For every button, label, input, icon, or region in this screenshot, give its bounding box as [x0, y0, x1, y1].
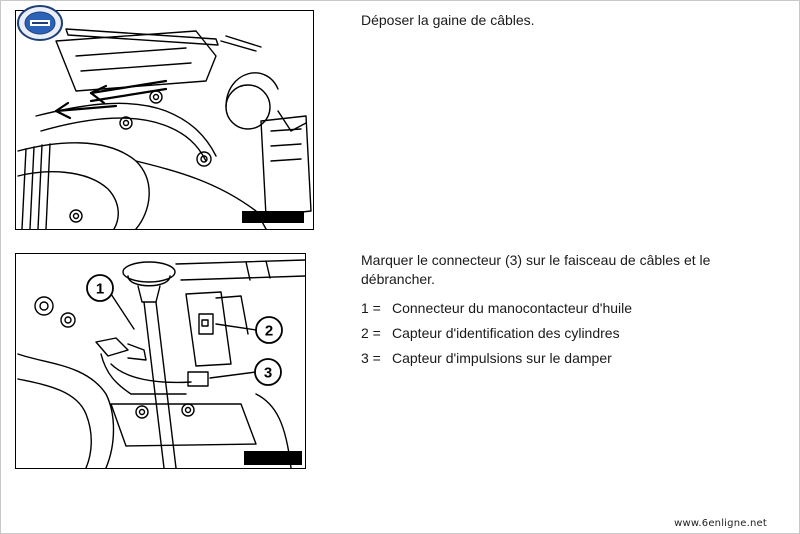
engine-drawing-1 [17, 28, 312, 229]
legend-number: 1 = [361, 300, 381, 316]
legend-item: 3 = Capteur d'impulsions sur le damper [361, 349, 761, 374]
svg-text:2: 2 [265, 323, 273, 340]
callout-3: 3 [254, 358, 282, 386]
component-legend: 1 = Connecteur du manocontacteur d'huile… [361, 299, 761, 374]
legend-label: Capteur d'identification des cylindres [392, 325, 620, 341]
legend-label: Capteur d'impulsions sur le damper [392, 350, 612, 366]
legend-number: 2 = [361, 325, 381, 341]
legend-label: Connecteur du manocontacteur d'huile [392, 300, 633, 316]
step-1-instruction: Déposer la gaine de câbles. [361, 12, 535, 28]
logo-icon [17, 5, 63, 41]
legend-item: 1 = Connecteur du manocontacteur d'huile [361, 299, 761, 324]
engine-illustration-connectors: 1 2 3 [15, 253, 306, 469]
legend-number: 3 = [361, 350, 381, 366]
legend-item: 2 = Capteur d'identification des cylindr… [361, 324, 761, 349]
figure-reference-bar [242, 211, 304, 223]
callout-1: 1 [86, 274, 114, 302]
step-2-block: Marquer le connecteur (3) sur le faiscea… [361, 251, 761, 374]
svg-text:1: 1 [96, 281, 104, 298]
step-2-instruction: Marquer le connecteur (3) sur le faiscea… [361, 252, 711, 287]
figure-reference-bar [244, 451, 302, 465]
svg-text:3: 3 [264, 365, 272, 382]
callout-2: 2 [255, 316, 283, 344]
engine-drawing-2: 1 2 3 [17, 259, 305, 468]
footer-site-url: www.6enligne.net [674, 518, 767, 529]
engine-illustration-cable-duct [15, 10, 314, 230]
